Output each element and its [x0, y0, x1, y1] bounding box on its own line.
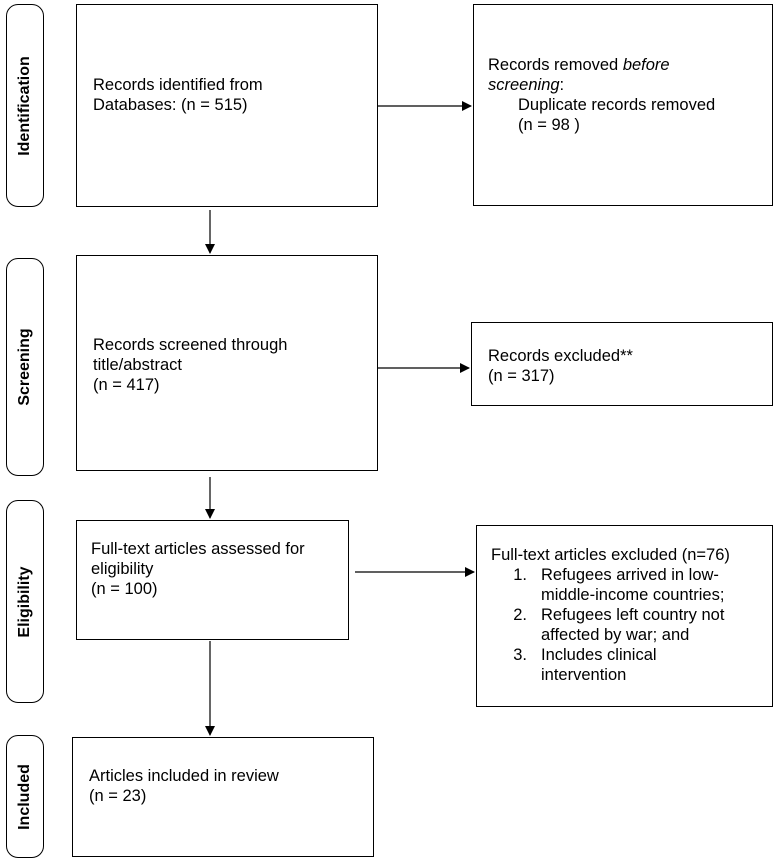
phase-identification: Identification	[6, 4, 44, 207]
exclusion-reason: 1. Refugees arrived in low-middle-income…	[513, 566, 725, 604]
fulltext-excluded-title: Full-text articles excluded (n=76)	[491, 546, 730, 564]
phase-screening: Screening	[6, 258, 44, 476]
records-screened-text: Records screened through title/abstract …	[93, 336, 288, 394]
fulltext-assessed-box	[76, 520, 349, 640]
exclusion-reasons-list: 1. Refugees arrived in low-middle-income…	[491, 565, 730, 685]
phase-included: Included	[6, 735, 44, 858]
articles-included-text: Articles included in review (n = 23)	[89, 767, 279, 805]
records-screened-box	[76, 255, 378, 471]
records-excluded-box	[471, 322, 773, 406]
fulltext-excluded-text: Full-text articles excluded (n=76) 1. Re…	[491, 545, 730, 685]
fulltext-assessed-text: Full-text articles assessed for eligibil…	[91, 540, 305, 598]
records-excluded-text: Records excluded** (n = 317)	[488, 347, 633, 385]
fulltext-excluded-box	[476, 525, 773, 707]
records-removed-box	[473, 4, 773, 206]
phase-eligibility: Eligibility	[6, 500, 44, 703]
articles-included-box	[72, 737, 374, 857]
records-removed-text: Records removed before screening: Duplic…	[488, 56, 716, 134]
records-identified-box	[76, 4, 378, 207]
records-identified-text: Records identified from Databases: (n = …	[93, 76, 263, 114]
